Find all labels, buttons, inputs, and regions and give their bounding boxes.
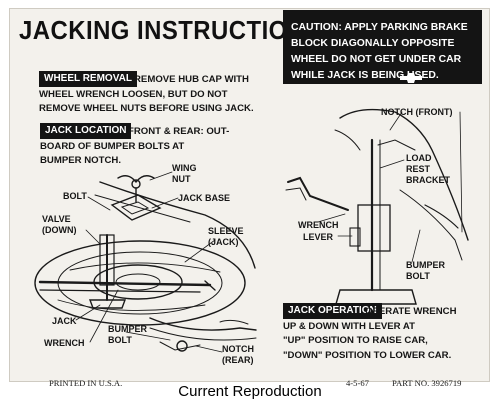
callout-wing-nut: WING NUT [172, 163, 197, 184]
jack-operation-text: OPERATE WRENCH UP & DOWN WITH LEVER AT "… [283, 306, 457, 361]
callout-load-rest-bracket: LOAD REST BRACKET [406, 153, 450, 185]
callout-wrench-right: WRENCH [298, 220, 339, 230]
title-area: JACKING INSTRUCTIONS [9, 8, 321, 45]
printed-in-usa: PRINTED IN U.S.A. [49, 378, 123, 388]
callout-jack-left: JACK [52, 316, 77, 326]
caution-panel: CAUTION: APPLY PARKING BRAKE BLOCK DIAGO… [283, 10, 482, 84]
chevrolet-bowtie-icon [400, 73, 422, 83]
callout-jack-base: JACK BASE [178, 193, 231, 203]
callout-bumper-bolt-right: BUMPER BOLT [406, 260, 446, 281]
right-bumper-illustration [334, 108, 469, 261]
jack-base-part [110, 194, 162, 221]
wheel-removal-label: WHEEL REMOVAL [39, 71, 137, 87]
right-wrench-part [285, 176, 349, 211]
bumper-illustration [149, 317, 257, 352]
jack-location-label: JACK LOCATION [40, 123, 132, 139]
jack-location-text: FRONT & REAR: OUT- BOARD OF BUMPER BOLTS… [40, 126, 230, 166]
callout-sleeve-jack: SLEEVE (JACK) [208, 226, 244, 247]
wing-nut-part [117, 175, 155, 203]
caution-text: CAUTION: APPLY PARKING BRAKE BLOCK DIAGO… [291, 22, 468, 81]
callout-valve-down: VALVE (DOWN) [42, 214, 77, 235]
callout-bolt: BOLT [63, 191, 87, 201]
image-caption: Current Reproduction [178, 383, 322, 400]
callout-wrench-left: WRENCH [44, 338, 85, 348]
page-title: JACKING INSTRUCTIONS [19, 15, 322, 45]
spare-tire-illustration [34, 181, 256, 326]
callout-bumper-bolt-left: BUMPER BOLT [108, 324, 148, 345]
wheel-removal-text: REMOVE HUB CAP WITH WHEEL WRENCH LOOSEN,… [39, 74, 254, 114]
callout-lever: LEVER [303, 232, 334, 242]
callout-notch-rear: NOTCH (REAR) [222, 344, 254, 365]
right-jack-part [335, 138, 417, 305]
part-number: PART NO. 3926719 [392, 378, 462, 388]
callout-notch-front: NOTCH (FRONT) [381, 107, 453, 117]
print-date: 4-5-67 [346, 378, 369, 388]
left-jack-part [88, 234, 127, 309]
left-wrench-part [38, 280, 216, 293]
jack-operation-label: JACK OPERATION [283, 303, 382, 319]
